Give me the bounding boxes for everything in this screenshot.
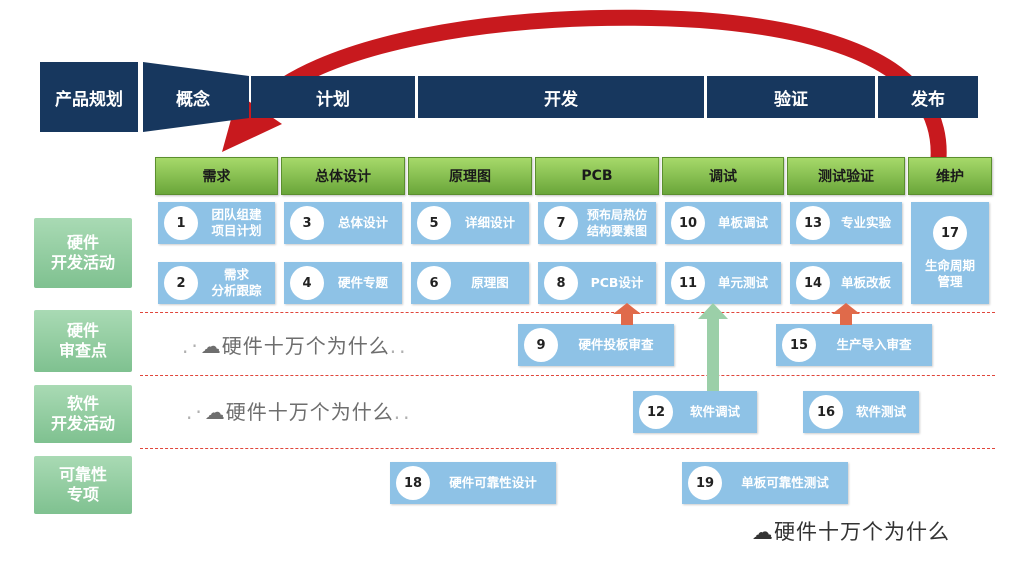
task-1: 1 团队组建 项目计划 — [158, 202, 275, 244]
row-label-hw-review: 硬件 审查点 — [34, 310, 132, 372]
watermark: .·☁硬件十万个为什么.. — [186, 400, 413, 424]
task-label: 团队组建 项目计划 — [211, 207, 262, 238]
task-number: 11 — [671, 266, 705, 300]
task-19: 19 单板可靠性测试 — [682, 462, 848, 504]
task-label: 硬件可靠性设计 — [449, 475, 537, 490]
task-15: 15 生产导入审查 — [776, 324, 932, 366]
task-11: 11 单元测试 — [665, 262, 781, 304]
row-label-sw-dev: 软件 开发活动 — [34, 385, 132, 443]
task-label: 生产导入审查 — [836, 337, 912, 352]
arrow-up-icon — [698, 303, 728, 391]
task-14: 14 单板改板 — [790, 262, 902, 304]
task-12: 12 软件调试 — [633, 391, 757, 433]
task-label: 生命周期 管理 — [924, 258, 975, 289]
stage-debug: 调试 — [662, 157, 784, 195]
task-label: 总体设计 — [337, 215, 388, 230]
task-number: 14 — [796, 266, 830, 300]
task-label: 软件调试 — [689, 404, 740, 419]
stage-requirements: 需求 — [155, 157, 278, 195]
task-8: 8 PCB设计 — [538, 262, 656, 304]
row-label-hw-dev: 硬件 开发活动 — [34, 218, 132, 288]
stage-schematic: 原理图 — [408, 157, 532, 195]
stage-maintenance: 维护 — [908, 157, 992, 195]
phase-plan: 计划 — [251, 76, 415, 118]
stage-overall-design: 总体设计 — [281, 157, 405, 195]
separator-line — [140, 312, 995, 313]
task-label: 单板调试 — [717, 215, 768, 230]
phase-product-planning: 产品规划 — [40, 62, 138, 132]
task-number: 12 — [639, 395, 673, 429]
task-7: 7 预布局热仿 结构要素图 — [538, 202, 656, 244]
phase-concept-funnel — [143, 62, 249, 132]
task-number: 2 — [164, 266, 198, 300]
stage-test-verify: 测试验证 — [787, 157, 905, 195]
separator-line — [140, 375, 995, 376]
task-4: 4 硬件专题 — [284, 262, 402, 304]
task-18: 18 硬件可靠性设计 — [390, 462, 556, 504]
task-2: 2 需求 分析跟踪 — [158, 262, 275, 304]
task-label: 原理图 — [471, 275, 509, 290]
task-label: 软件测试 — [855, 404, 906, 419]
task-label: 单板可靠性测试 — [741, 475, 829, 490]
watermark: .·☁硬件十万个为什么.. — [182, 334, 409, 358]
task-17: 17 生命周期 管理 — [911, 202, 989, 304]
task-16: 16 软件测试 — [803, 391, 919, 433]
task-label: 单元测试 — [717, 275, 768, 290]
task-number: 16 — [809, 395, 843, 429]
task-number: 10 — [671, 206, 705, 240]
task-number: 19 — [688, 466, 722, 500]
task-number: 17 — [933, 216, 967, 250]
arrow-up-icon — [832, 303, 860, 325]
task-number: 6 — [417, 266, 451, 300]
task-label: PCB设计 — [590, 275, 644, 290]
task-label: 专业实验 — [840, 215, 891, 230]
task-13: 13 专业实验 — [790, 202, 902, 244]
phase-concept: 概念 — [176, 89, 210, 110]
task-6: 6 原理图 — [411, 262, 529, 304]
task-label: 单板改板 — [840, 275, 891, 290]
task-number: 3 — [290, 206, 324, 240]
phase-release: 发布 — [878, 76, 978, 118]
wechat-icon: ☁ — [204, 400, 226, 424]
task-number: 7 — [544, 206, 578, 240]
task-10: 10 单板调试 — [665, 202, 781, 244]
task-number: 5 — [417, 206, 451, 240]
task-3: 3 总体设计 — [284, 202, 402, 244]
task-number: 15 — [782, 328, 816, 362]
watermark: ☁硬件十万个为什么 — [752, 520, 950, 544]
wechat-icon: ☁ — [752, 520, 774, 544]
task-label: 硬件专题 — [337, 275, 388, 290]
task-number: 8 — [544, 266, 578, 300]
task-label: 硬件投板审查 — [578, 337, 654, 352]
task-label: 预布局热仿 结构要素图 — [586, 208, 647, 238]
stage-pcb: PCB — [535, 157, 659, 195]
task-number: 9 — [524, 328, 558, 362]
task-9: 9 硬件投板审查 — [518, 324, 674, 366]
task-5: 5 详细设计 — [411, 202, 529, 244]
arrow-up-icon — [613, 303, 641, 325]
phase-develop: 开发 — [418, 76, 704, 118]
task-number: 4 — [290, 266, 324, 300]
task-number: 13 — [796, 206, 830, 240]
task-number: 1 — [164, 206, 198, 240]
phase-verify: 验证 — [707, 76, 875, 118]
task-number: 18 — [396, 466, 430, 500]
task-label: 详细设计 — [464, 215, 515, 230]
wechat-icon: ☁ — [200, 334, 222, 358]
task-label: 需求 分析跟踪 — [211, 267, 262, 298]
row-label-reliability: 可靠性 专项 — [34, 456, 132, 514]
separator-line — [140, 448, 995, 449]
